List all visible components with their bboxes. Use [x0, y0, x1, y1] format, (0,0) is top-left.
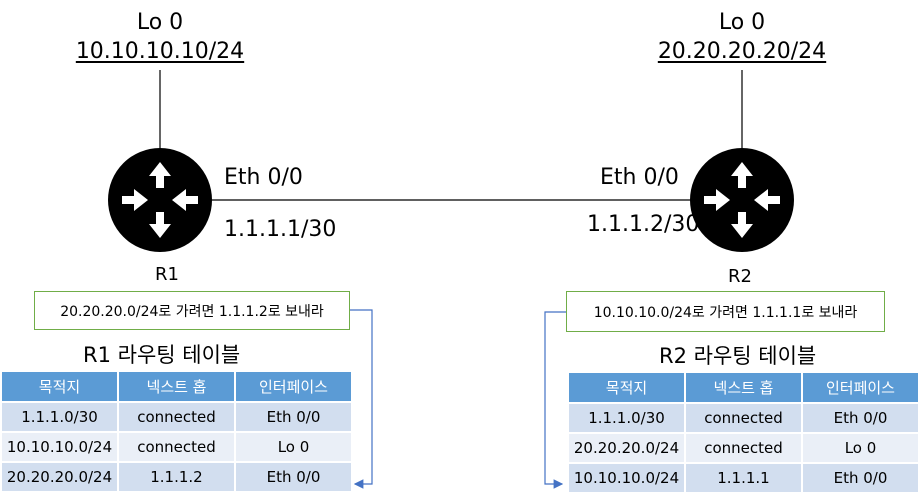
table-cell: Lo 0	[801, 432, 919, 464]
r1-note-arrow	[349, 309, 373, 489]
table-header-row: 목적지 넥스트 홉 인터페이스	[567, 371, 919, 404]
r1-router-icon	[108, 148, 212, 252]
r1-routing-table: 목적지 넥스트 홉 인터페이스 1.1.1.0/30 connected Eth…	[0, 370, 353, 493]
r2-loopback-ip: 20.20.20.20/24	[657, 39, 827, 64]
r2-table-title: R2 라우팅 테이블	[659, 344, 817, 368]
r2-route-note: 10.10.10.0/24로 가려면 1.1.1.1로 보내라	[566, 291, 885, 332]
r1-interface-label: Eth 0/0	[224, 165, 303, 190]
r1-router-name: R1	[155, 264, 179, 285]
r1-interface-ip: 1.1.1.1/30	[224, 217, 337, 242]
column-header: 목적지	[567, 371, 686, 404]
r1-loopback-ip: 10.10.10.10/24	[75, 39, 245, 64]
table-cell: Eth 0/0	[801, 402, 919, 434]
column-header: 인터페이스	[801, 371, 919, 404]
table-cell: 1.1.1.0/30	[0, 401, 119, 433]
table-cell: connected	[684, 402, 803, 434]
r1-loopback-label: Lo 0	[136, 10, 184, 35]
table-cell: Lo 0	[234, 431, 353, 463]
table-cell: Eth 0/0	[234, 461, 353, 493]
table-cell: 20.20.20.0/24	[567, 432, 686, 464]
r1-table-title: R1 라우팅 테이블	[83, 343, 241, 367]
r1-route-note-text: 20.20.20.0/24로 가려면 1.1.1.2로 보내라	[60, 303, 324, 320]
r2-interface-label: Eth 0/0	[600, 165, 679, 190]
table-cell: 10.10.10.0/24	[0, 431, 119, 463]
column-header: 목적지	[0, 370, 119, 403]
table-cell: connected	[117, 431, 236, 463]
table-row: 1.1.1.0/30 connected Eth 0/0	[0, 401, 353, 433]
table-row: 10.10.10.0/24 1.1.1.1 Eth 0/0	[567, 462, 919, 494]
table-header-row: 목적지 넥스트 홉 인터페이스	[0, 370, 353, 403]
r2-router-icon	[690, 148, 794, 252]
table-row: 1.1.1.0/30 connected Eth 0/0	[567, 402, 919, 434]
table-row: 20.20.20.0/24 1.1.1.2 Eth 0/0	[0, 461, 353, 493]
table-row: 20.20.20.0/24 connected Lo 0	[567, 432, 919, 464]
column-header: 넥스트 홉	[117, 370, 236, 403]
r2-interface-ip: 1.1.1.2/30	[587, 212, 700, 237]
table-cell: 20.20.20.0/24	[0, 461, 119, 493]
table-cell: 10.10.10.0/24	[567, 462, 686, 494]
r2-note-arrow	[544, 311, 566, 489]
table-cell: connected	[117, 401, 236, 433]
table-cell: Eth 0/0	[801, 462, 919, 494]
table-cell: 1.1.1.2	[117, 461, 236, 493]
r2-router-name: R2	[728, 266, 752, 287]
table-cell: 1.1.1.1	[684, 462, 803, 494]
table-cell: 1.1.1.0/30	[567, 402, 686, 434]
column-header: 인터페이스	[234, 370, 353, 403]
r2-route-note-text: 10.10.10.0/24로 가려면 1.1.1.1로 보내라	[593, 304, 858, 321]
r2-routing-table: 목적지 넥스트 홉 인터페이스 1.1.1.0/30 connected Eth…	[567, 371, 919, 494]
table-cell: connected	[684, 432, 803, 464]
table-row: 10.10.10.0/24 connected Lo 0	[0, 431, 353, 463]
r2-loopback-label: Lo 0	[718, 10, 766, 35]
column-header: 넥스트 홉	[684, 371, 803, 404]
r1-route-note: 20.20.20.0/24로 가려면 1.1.1.2로 보내라	[34, 291, 350, 330]
table-cell: Eth 0/0	[234, 401, 353, 433]
